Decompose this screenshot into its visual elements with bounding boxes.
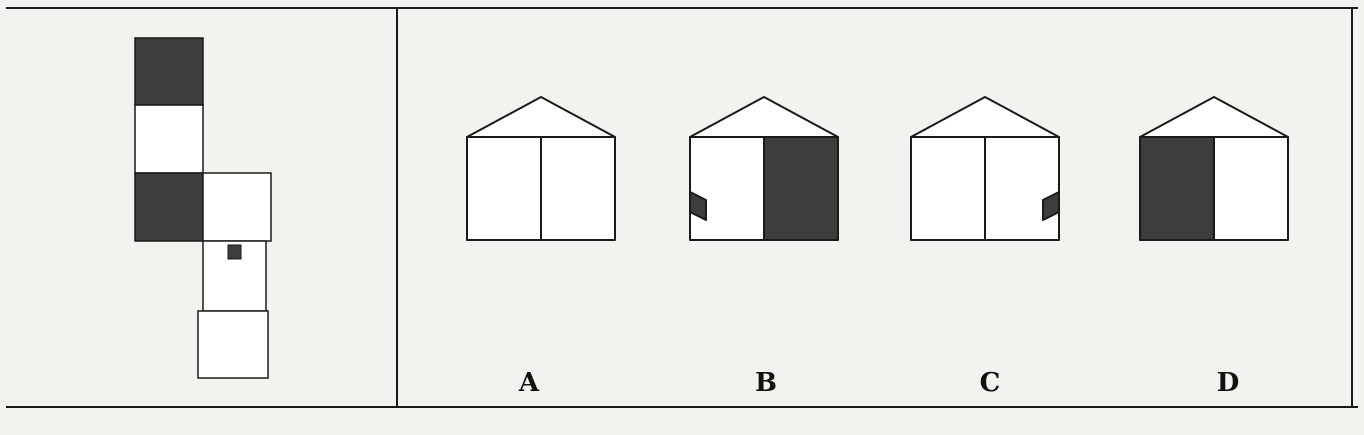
cube-right-face	[984, 136, 1060, 241]
option-cube-b[interactable]	[689, 96, 839, 241]
cube-net	[134, 37, 272, 379]
cube-small-square-mark	[1042, 191, 1060, 221]
cube-left-face	[466, 136, 542, 241]
cube-left-face	[910, 136, 986, 241]
net-face-bottom	[197, 310, 269, 379]
option-label-c: C	[979, 368, 1001, 398]
cube-top-face	[910, 96, 1060, 138]
cube-right-face	[540, 136, 616, 241]
cube-right-face	[1213, 136, 1289, 241]
cube-top-face	[466, 96, 616, 138]
net-face-top	[134, 37, 204, 106]
net-face-right-lower	[202, 172, 272, 242]
net-face-upper-middle	[134, 104, 204, 174]
option-cube-a[interactable]	[466, 96, 616, 241]
cube-top-face	[1139, 96, 1289, 138]
net-small-square-mark	[227, 244, 242, 260]
cube-left-face	[1139, 136, 1215, 241]
option-label-d: D	[1216, 368, 1240, 398]
cube-right-face	[763, 136, 839, 241]
option-label-b: B	[755, 368, 777, 398]
option-label-a: A	[518, 368, 540, 398]
panel-frame	[6, 7, 1358, 408]
option-cube-c[interactable]	[910, 96, 1060, 241]
net-face-left-lower	[134, 172, 204, 242]
cube-left-face	[689, 136, 765, 241]
cube-small-square-mark	[689, 191, 707, 221]
option-cube-d[interactable]	[1139, 96, 1289, 241]
cube-top-face	[689, 96, 839, 138]
